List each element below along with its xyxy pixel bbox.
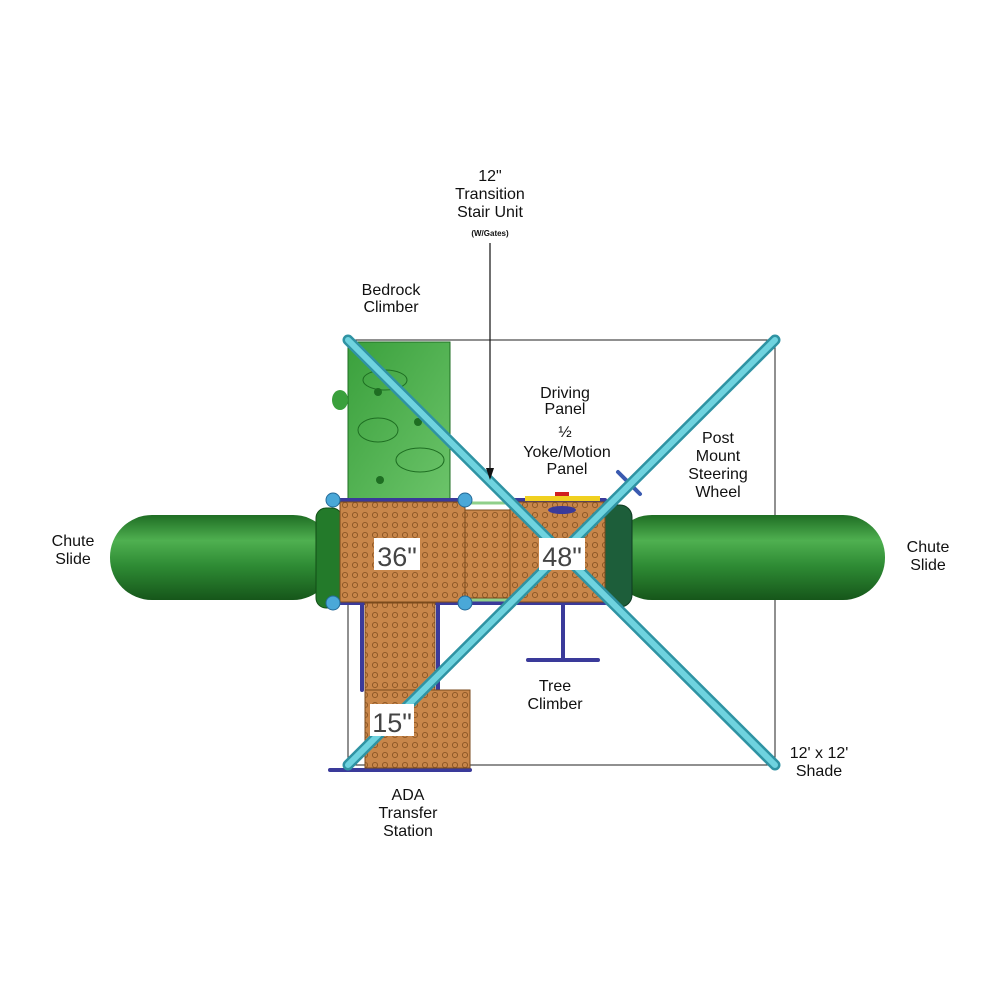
svg-text:Stair Unit: Stair Unit bbox=[457, 204, 523, 221]
transition-stair bbox=[464, 509, 511, 599]
svg-text:12": 12" bbox=[478, 168, 501, 185]
height-tag-36-bg bbox=[374, 538, 420, 570]
svg-text:Chute: Chute bbox=[907, 539, 950, 556]
ada-transfer-step bbox=[364, 602, 436, 691]
height-tag-36: 36" bbox=[377, 542, 417, 572]
svg-text:(W/Gates): (W/Gates) bbox=[471, 229, 509, 238]
svg-text:Tree: Tree bbox=[539, 678, 571, 695]
svg-text:Wheel: Wheel bbox=[695, 484, 740, 501]
steering-wheel-panel bbox=[548, 506, 576, 514]
svg-text:Panel: Panel bbox=[547, 461, 588, 478]
svg-text:Shade: Shade bbox=[796, 763, 842, 780]
deck-posts bbox=[325, 492, 473, 611]
stair-arrowhead bbox=[486, 468, 494, 480]
label-driving-panel: Driving Panel ½ Yoke/Motion Panel bbox=[523, 385, 610, 478]
svg-text:Transfer: Transfer bbox=[379, 805, 439, 822]
label-steering-wheel: Post Mount Steering Wheel bbox=[688, 430, 748, 501]
chute-slide-right bbox=[601, 504, 885, 608]
svg-text:12' x 12': 12' x 12' bbox=[790, 745, 849, 762]
svg-text:Climber: Climber bbox=[527, 696, 583, 713]
chute-slide-left bbox=[110, 507, 343, 609]
driving-panel-knob bbox=[555, 492, 569, 496]
svg-text:Slide: Slide bbox=[910, 557, 946, 574]
svg-text:½: ½ bbox=[558, 424, 571, 441]
height-tag-15: 15" bbox=[372, 708, 412, 738]
svg-text:Station: Station bbox=[383, 823, 433, 840]
label-ada-transfer: ADA Transfer Station bbox=[379, 787, 439, 840]
svg-text:Post: Post bbox=[702, 430, 735, 447]
svg-text:Steering: Steering bbox=[688, 466, 748, 483]
svg-text:Transition: Transition bbox=[455, 186, 525, 203]
svg-text:Panel: Panel bbox=[545, 401, 586, 418]
label-shade: 12' x 12' Shade bbox=[790, 745, 849, 780]
label-chute-slide-left: Chute Slide bbox=[52, 533, 95, 568]
svg-text:Chute: Chute bbox=[52, 533, 95, 550]
svg-text:Climber: Climber bbox=[363, 299, 419, 316]
height-tag-48-bg bbox=[539, 538, 585, 570]
svg-text:ADA: ADA bbox=[392, 787, 425, 804]
label-chute-slide-right: Chute Slide bbox=[907, 539, 950, 574]
svg-text:Driving: Driving bbox=[540, 385, 590, 402]
svg-text:Mount: Mount bbox=[696, 448, 741, 465]
label-bedrock-climber: Bedrock Climber bbox=[362, 282, 422, 316]
height-tag-48: 48" bbox=[542, 542, 582, 572]
label-tree-climber: Tree Climber bbox=[527, 678, 583, 713]
driving-panel bbox=[525, 496, 600, 501]
height-tag-15-bg bbox=[370, 704, 414, 736]
label-transition-stair: 12" Transition Stair Unit (W/Gates) bbox=[455, 168, 525, 238]
svg-text:Slide: Slide bbox=[55, 551, 91, 568]
svg-text:Yoke/Motion: Yoke/Motion bbox=[523, 444, 610, 461]
svg-text:Bedrock: Bedrock bbox=[362, 282, 422, 299]
